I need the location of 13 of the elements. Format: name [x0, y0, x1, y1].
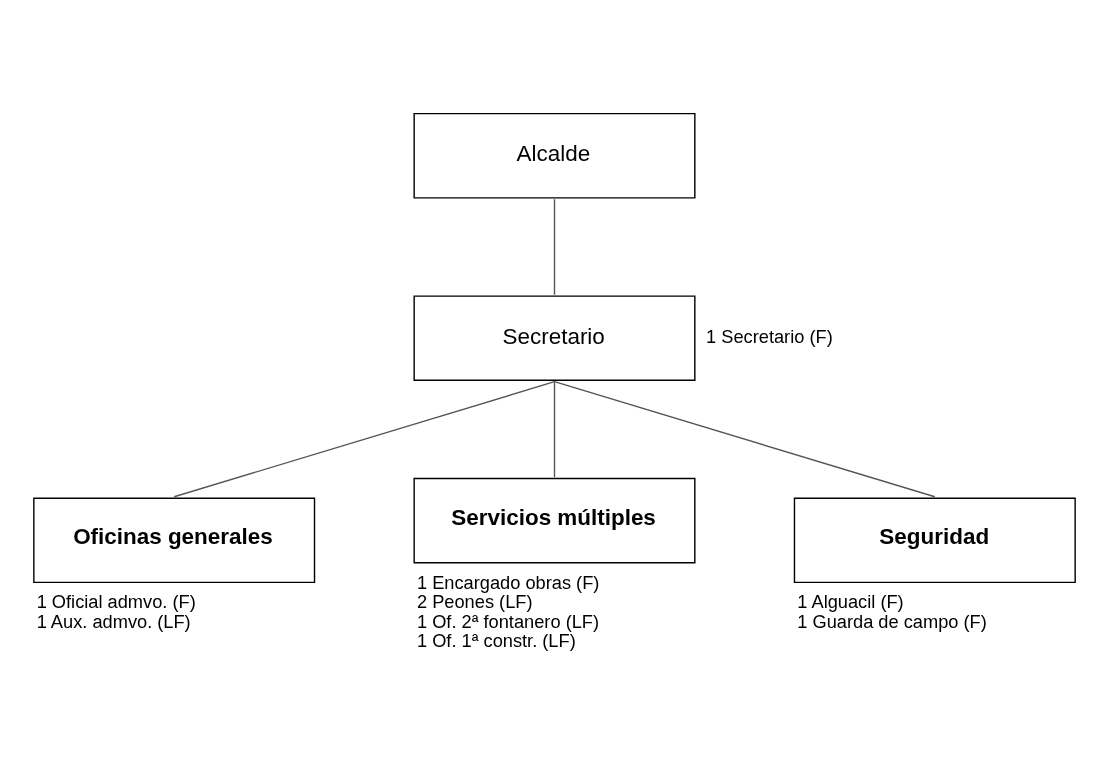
node-label: 1 Secretario (F)	[706, 325, 833, 347]
connector	[553, 380, 936, 497]
node-box: Oficinas generales	[33, 496, 316, 583]
connector	[173, 380, 556, 497]
connector	[553, 198, 556, 295]
node-label: 1 Oficial admvo. (F)	[36, 590, 196, 612]
node-box: Seguridad	[793, 496, 1076, 583]
node-label: 1 Alguacil (F)	[797, 590, 904, 612]
node-box: Alcalde	[413, 112, 696, 199]
node-box: Secretario	[413, 294, 696, 381]
connector	[553, 380, 556, 478]
node-label: 1 Encargado obras (F)	[416, 571, 600, 593]
node-box: Servicios múltiples	[413, 477, 696, 563]
